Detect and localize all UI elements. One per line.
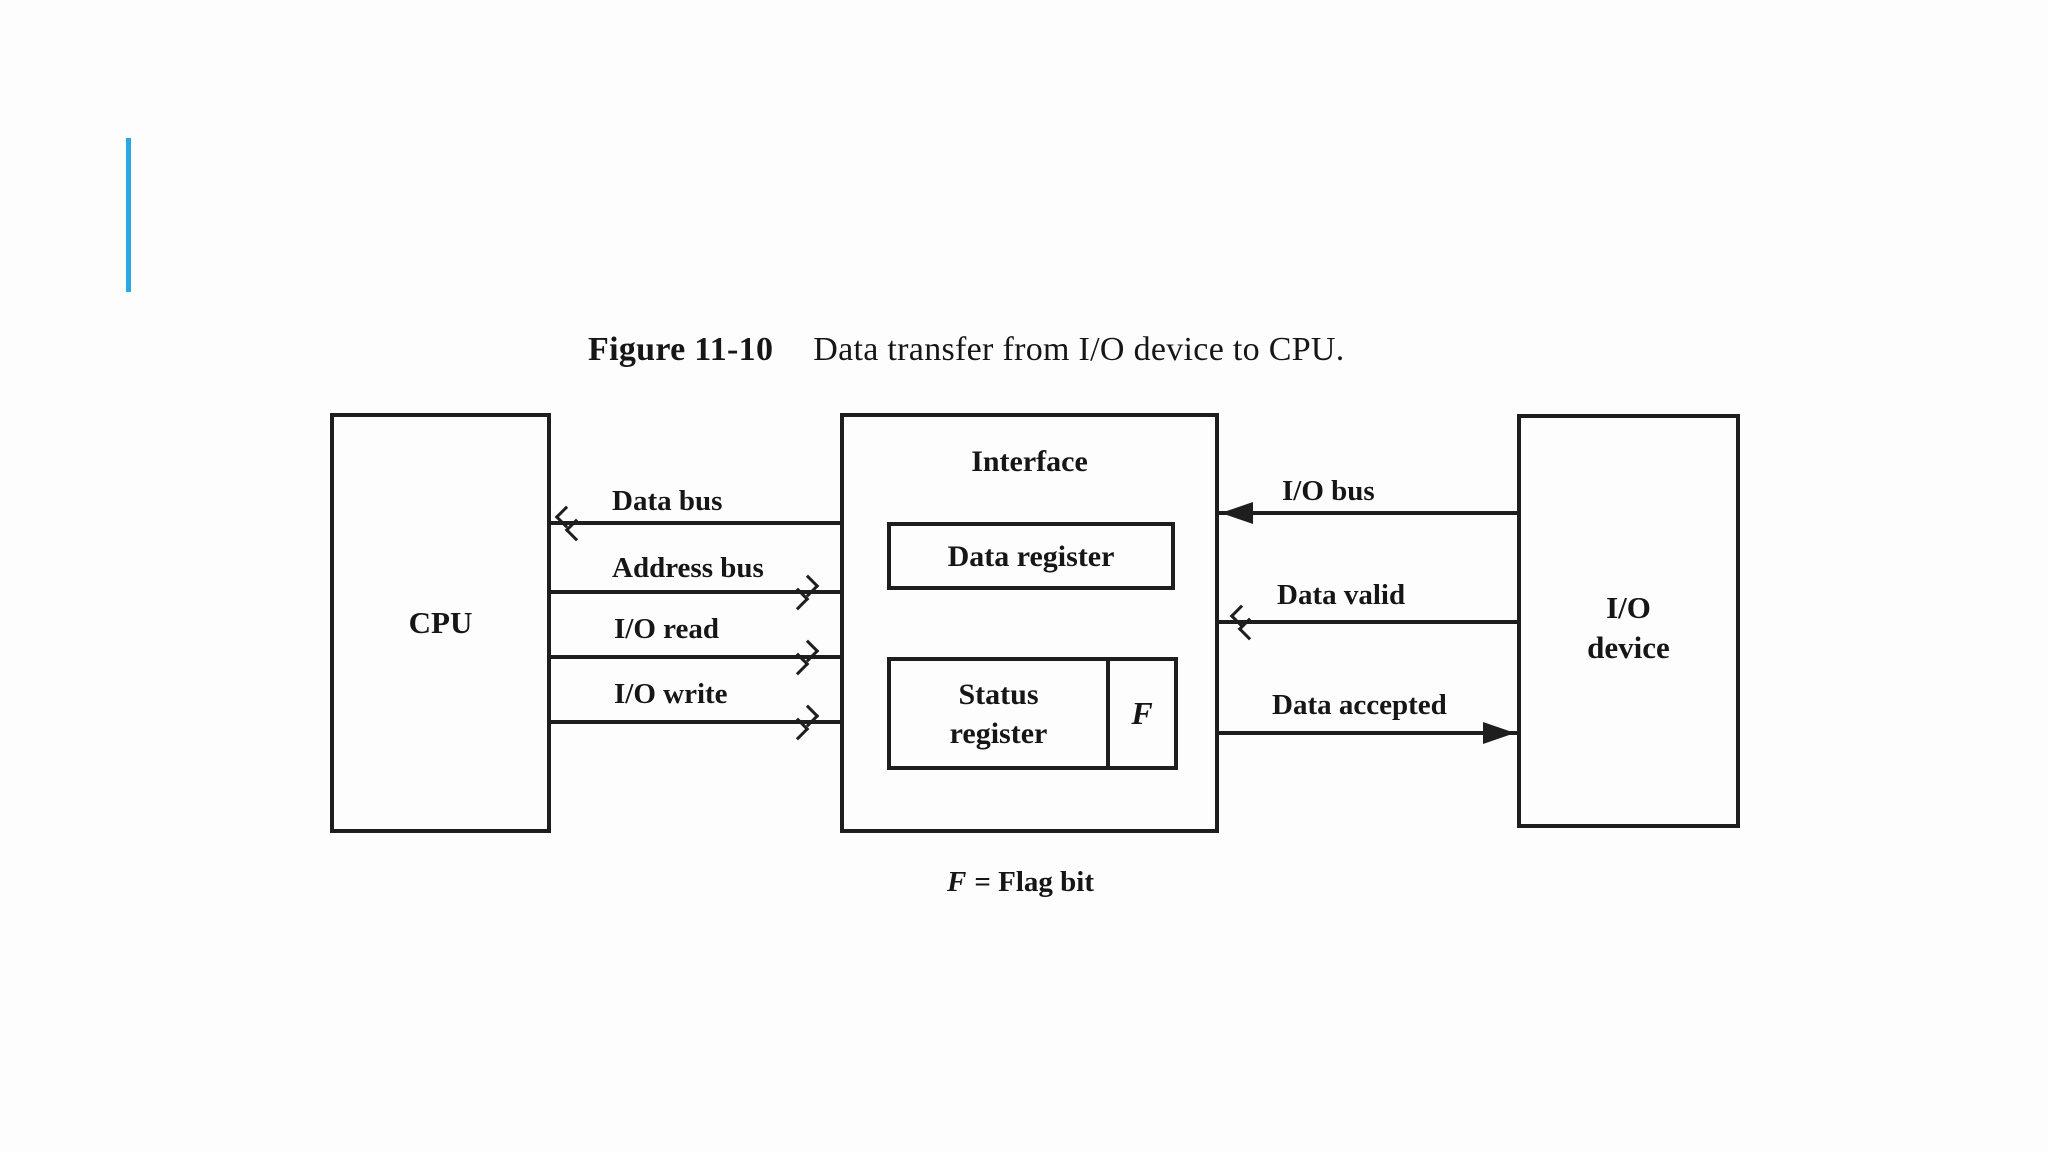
figure-number: Figure 11-10 bbox=[588, 331, 774, 368]
data-accepted-label: Data accepted bbox=[1272, 689, 1447, 721]
io-bus-label: I/O bus bbox=[1282, 475, 1375, 507]
status-register-label: Status register bbox=[949, 677, 1048, 750]
io-device-label: I/O device bbox=[1587, 590, 1670, 665]
data-register-label: Data register bbox=[947, 539, 1115, 573]
cpu-label: CPU bbox=[408, 605, 473, 640]
interface-label: Interface bbox=[971, 445, 1088, 478]
flag-footnote-text: = Flag bit bbox=[974, 866, 1094, 898]
cpu-box: CPU bbox=[330, 413, 551, 833]
flag-bit-cell: F bbox=[1106, 661, 1174, 766]
data-bus-label: Data bus bbox=[612, 485, 723, 517]
data-bus-line bbox=[549, 521, 842, 525]
io-bus-arrowhead-icon bbox=[1221, 502, 1253, 524]
status-register-cell: Status register bbox=[891, 661, 1106, 766]
figure-title: Figure 11-10 Data transfer from I/O devic… bbox=[588, 331, 1345, 369]
accent-bar bbox=[126, 138, 131, 292]
status-register-box: Status register F bbox=[887, 657, 1178, 770]
data-accepted-arrowhead-icon bbox=[1483, 722, 1515, 744]
interface-box: Interface bbox=[840, 413, 1219, 833]
flag-footnote-symbol: F bbox=[947, 866, 967, 898]
address-bus-label: Address bus bbox=[612, 552, 764, 584]
flag-footnote: F= Flag bit bbox=[947, 866, 1094, 899]
io-write-line bbox=[549, 720, 842, 724]
data-accepted-line bbox=[1217, 731, 1519, 735]
io-device-box: I/O device bbox=[1517, 414, 1740, 828]
address-bus-line bbox=[549, 590, 842, 594]
io-bus-line bbox=[1217, 511, 1519, 515]
io-read-label: I/O read bbox=[614, 613, 719, 645]
figure-caption: Data transfer from I/O device to CPU. bbox=[813, 331, 1345, 368]
data-valid-label: Data valid bbox=[1277, 579, 1406, 611]
data-register-box: Data register bbox=[887, 522, 1175, 590]
io-read-line bbox=[549, 655, 842, 659]
data-valid-line bbox=[1217, 620, 1519, 624]
io-write-label: I/O write bbox=[614, 678, 728, 710]
